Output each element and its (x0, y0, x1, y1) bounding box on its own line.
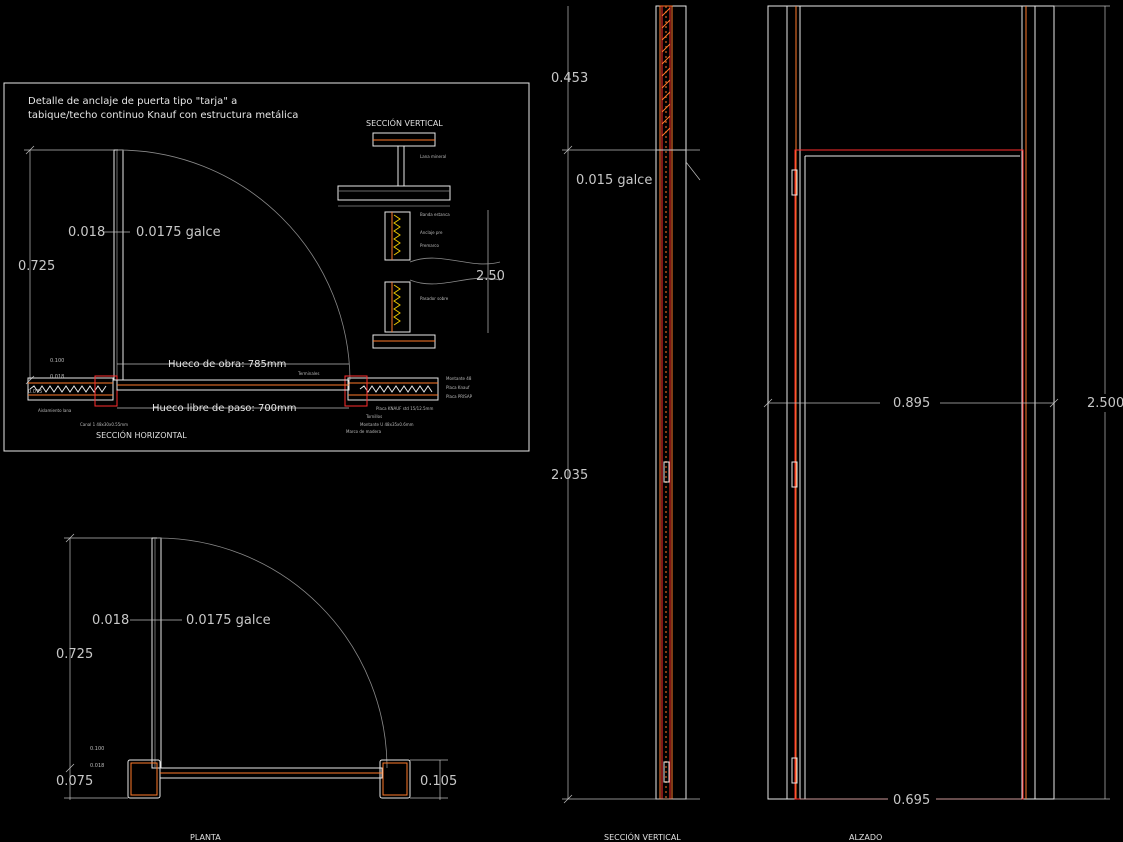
detail-dim-250-text: 2.50 (476, 269, 505, 284)
plan-door-leaf (151, 537, 162, 769)
detail-note-14: Aislamiento lana (38, 408, 72, 413)
elevation-view: 0.895 2.500 0.695 ALZADO (763, 5, 1123, 842)
detail-dim-018b: 0.018 (50, 374, 64, 380)
detail-note-7: Premarco (420, 243, 439, 248)
detail-section-vertical-label: SECCIÓN VERTICAL (366, 117, 443, 128)
elevation-dim-2500-text: 2.500 (1087, 396, 1123, 411)
detail-title-line2: tabique/techo continuo Knauf con estruct… (28, 109, 298, 121)
section-door (655, 5, 687, 800)
plan-dim-105-text: 0.105 (420, 774, 457, 789)
detail-note-0: Terminales (297, 371, 319, 376)
detail-note-10: Placa KNAUF std 15/12.5mm (376, 406, 433, 411)
plan-label: PLANTA (190, 833, 221, 842)
detail-note-5: Banda estanca (420, 212, 450, 217)
detail-note-13: Tornillos (365, 414, 382, 419)
detail-note-4: Lana mineral (420, 154, 446, 159)
detail-note-8: Pasador sobre (420, 296, 449, 301)
detail-dim-075: 0.075 (28, 389, 42, 395)
detail-wall-section (27, 375, 439, 407)
section-dim-453-text: 0.453 (551, 71, 588, 86)
detail-hueco-libre: Hueco libre de paso: 700mm (152, 403, 297, 414)
detail-note-3: Placa PRISAP (446, 394, 473, 399)
detail-dim-725: 0.725 (18, 145, 114, 385)
detail-dim-100: 0.100 (50, 358, 64, 364)
plan-wall (127, 759, 411, 799)
section-label: SECCIÓN VERTICAL (604, 831, 681, 842)
plan-dim-100-text: 0.100 (90, 746, 104, 752)
detail-swing-arc (117, 149, 351, 381)
detail-vertical-section: SECCIÓN VERTICAL 2.50 Lana mineral Banda… (337, 117, 505, 349)
section-view: 0.453 0.015 galce 2.035 SECCIÓN VERTICAL (551, 5, 701, 842)
detail-title-line1: Detalle de anclaje de puerta tipo "tarja… (28, 96, 237, 107)
detail-note-12: Marco de madera (346, 429, 382, 434)
detail-note-2: Placa Knauf (446, 385, 470, 390)
detail-dim-galce-text: 0.0175 galce (136, 225, 221, 240)
plan-dim-galce-text: 0.0175 galce (186, 613, 271, 628)
elevation-dim-695-text: 0.695 (893, 793, 930, 808)
plan-dim-725-text: 0.725 (56, 647, 93, 662)
plan-dim-018-text: 0.018 (92, 613, 129, 628)
detail-note-11: Montante U 48x35x0.6mm (360, 422, 414, 427)
detail-hueco-obra: Hueco de obra: 785mm (168, 359, 286, 370)
plan-dim-075-text: 0.075 (56, 774, 93, 789)
elevation-label: ALZADO (849, 833, 882, 842)
detail-door-leaf (113, 149, 124, 381)
detail-note-9: Canal 1 48x30x0.55mm (80, 422, 128, 427)
elevation-dim-895-text: 0.895 (893, 396, 930, 411)
plan-dim-018b-text: 0.018 (90, 763, 104, 769)
section-dim-galce-text: 0.015 galce (576, 173, 652, 188)
detail-section-horizontal-label: SECCIÓN HORIZONTAL (96, 429, 187, 440)
detail-dim-018-text: 0.018 (68, 225, 105, 240)
detail-note-1: Montante 48 (446, 376, 472, 381)
plan-swing-arc (156, 537, 388, 769)
detail-frame (3, 82, 530, 452)
detail-panel: Detalle de anclaje de puerta tipo "tarja… (3, 82, 530, 452)
elevation-frame (767, 5, 1055, 800)
detail-dim-725-text: 0.725 (18, 259, 55, 274)
detail-note-6: Anclaje pre (420, 230, 443, 235)
plan-view: 0.725 0.018 0.0175 galce 0.075 0.100 0.0… (56, 533, 457, 842)
section-dim-2035-text: 2.035 (551, 468, 588, 483)
